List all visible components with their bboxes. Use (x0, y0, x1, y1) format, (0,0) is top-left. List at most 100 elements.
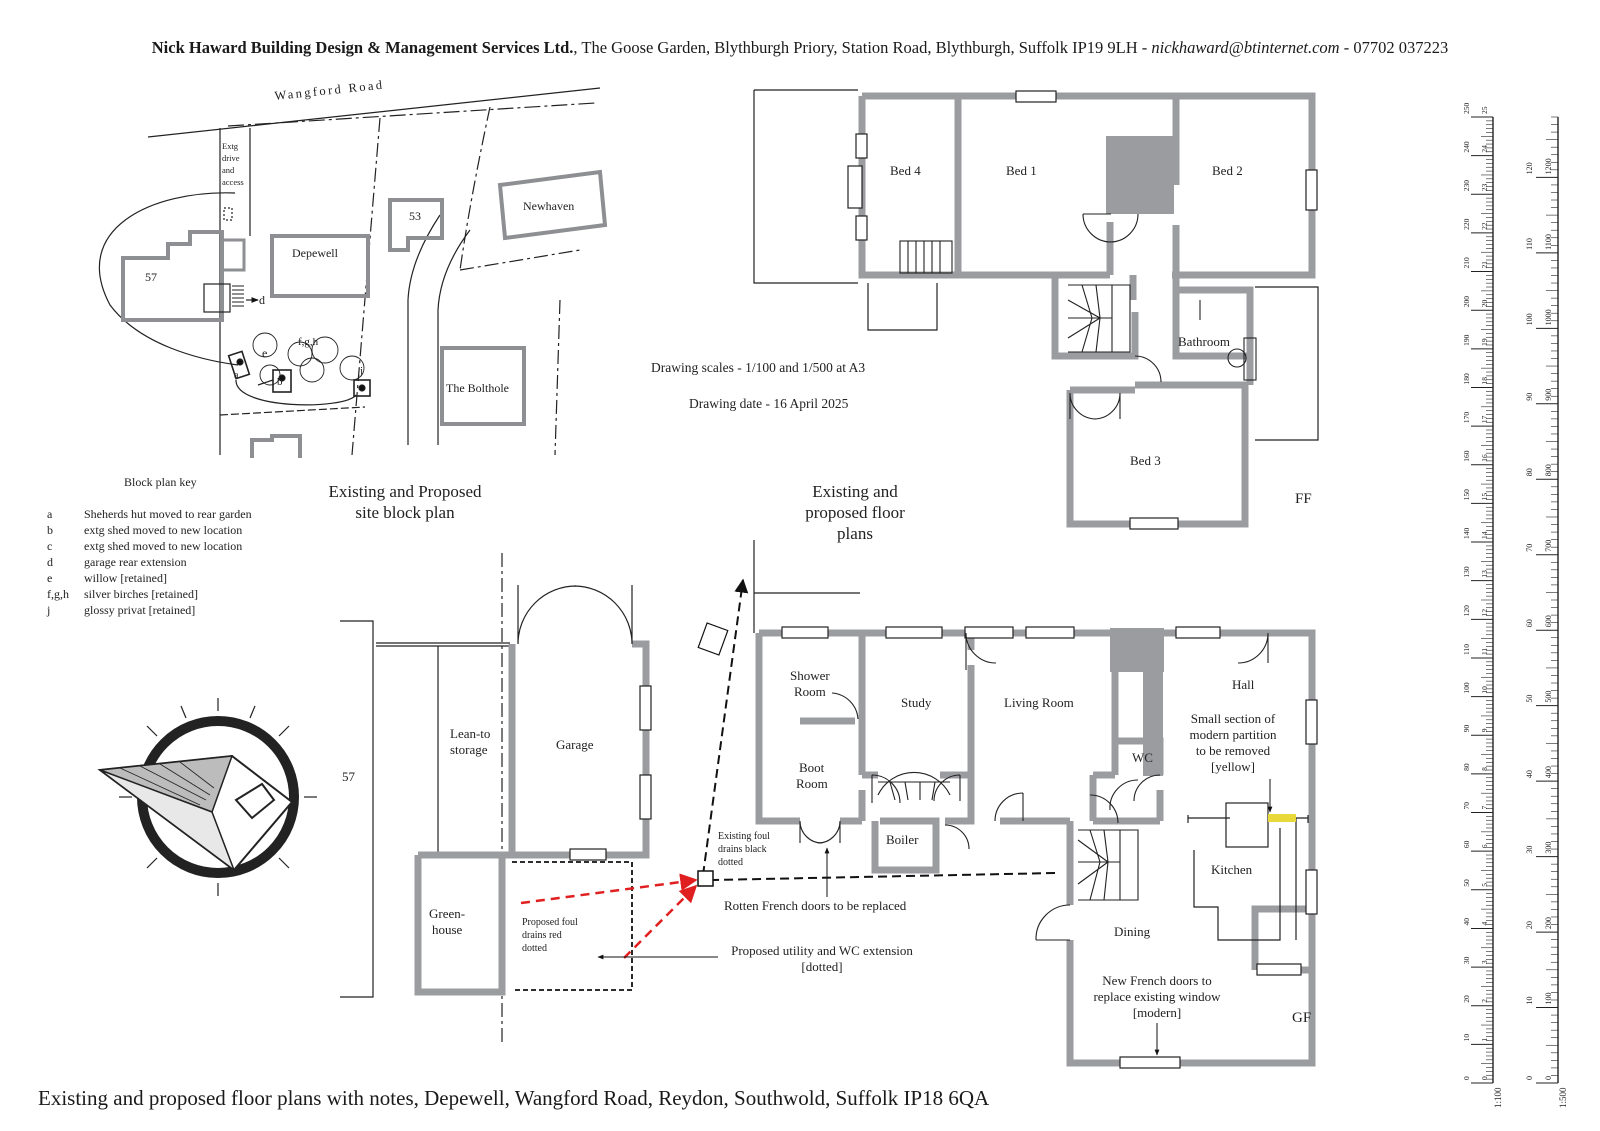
scale-left-mm: 70 (1462, 802, 1471, 810)
key-code-fgh: f,g,h (47, 587, 69, 601)
gf-boiler: Boiler (886, 832, 919, 847)
note-french-new-1: New French doors to (1102, 973, 1211, 988)
scale-left-mark: 5 (1480, 883, 1489, 887)
drawing-date: Drawing date - 16 April 2025 (689, 396, 849, 411)
scale-left-mm: 220 (1462, 218, 1471, 230)
company-email: nickhaward@btinternet.com (1151, 38, 1340, 57)
gf-shower-2: Room (794, 684, 826, 699)
note-utility-1: Proposed utility and WC extension (731, 943, 913, 958)
key-code-b: b (47, 523, 53, 537)
house-depewell (270, 234, 370, 298)
scale-left-mm: 240 (1462, 141, 1471, 153)
scale-left-mm: 130 (1462, 566, 1471, 578)
scale-left-mark: 4 (1480, 921, 1489, 925)
scale-right-mark: 500 (1544, 691, 1553, 703)
scale-right-m: 30 (1525, 846, 1534, 854)
scale-right-m: 20 (1525, 921, 1534, 929)
scale-right-mark: 400 (1544, 766, 1553, 778)
key-text-j: glossy privat [retained] (84, 603, 195, 617)
key-code-c: c (47, 539, 52, 553)
scale-right-mark: 200 (1544, 917, 1553, 929)
scale-right-m: 60 (1525, 619, 1534, 627)
scale-left-mm: 170 (1462, 412, 1471, 424)
marker-e: e (262, 346, 267, 360)
scale-right-m: 0 (1525, 1076, 1534, 1080)
note-partition-2: modern partition (1189, 727, 1277, 742)
note-foul-proposed-3: dotted (522, 943, 547, 954)
scale-right-mark: 300 (1544, 842, 1553, 854)
note-partition-1: Small section of (1191, 711, 1276, 726)
house-57 (121, 230, 224, 322)
scale-bars: 0011022033044055066077088099010100111101… (1462, 103, 1559, 1084)
scale-left-mm: 50 (1462, 879, 1471, 887)
scale-right-mark: 1100 (1544, 234, 1553, 250)
footer-title: Existing and proposed floor plans with n… (38, 1086, 990, 1110)
site-block-plan: Wangford Road Extg drive and access 57 D… (98, 78, 608, 458)
house-bolthole-label: The Bolthole (446, 381, 509, 395)
company-name: Nick Haward Building Design & Management… (151, 38, 574, 57)
key-text-a: Sheherds hut moved to rear garden (84, 507, 252, 521)
ff-label: FF (1295, 491, 1312, 507)
scale-left-mm: 60 (1462, 840, 1471, 848)
gf-label: GF (1292, 1010, 1311, 1026)
drive-label-3: and (222, 165, 235, 175)
scale-right-m: 80 (1525, 468, 1534, 476)
ff-bed1: Bed 1 (1006, 163, 1037, 178)
drive-label-2: drive (222, 153, 240, 163)
gf-green-2: house (432, 922, 463, 937)
scale-left-mark: 13 (1480, 570, 1489, 578)
note-partition-3: to be removed (1196, 743, 1271, 758)
scale-right-m: 110 (1525, 238, 1534, 250)
ground-floor-plan: Shower Room Study Living Room Hall Boot … (755, 626, 1318, 1069)
scale-left-mm: 190 (1462, 334, 1471, 346)
scale-right-mark: 900 (1544, 389, 1553, 401)
scale-left-mark: 0 (1480, 1076, 1489, 1080)
scale-right-label: 1:500 (1558, 1087, 1568, 1108)
floor-title-2: proposed floor (805, 503, 905, 522)
scale-right-mark: 600 (1544, 615, 1553, 627)
scale-right-m: 100 (1525, 313, 1534, 325)
scale-left-mark: 2 (1480, 999, 1489, 1003)
site-title-2: site block plan (355, 503, 455, 522)
road-label: Wangford Road (274, 78, 385, 103)
key-code-a: a (47, 507, 53, 521)
scale-right-mark: 700 (1544, 540, 1553, 552)
scale-right-m: 40 (1525, 770, 1534, 778)
note-french-new-3: [modern] (1133, 1005, 1181, 1020)
notes: Small section of modern partition to be … (522, 711, 1277, 1056)
gf-lean-2: storage (450, 742, 488, 757)
scale-left-mark: 1 (1480, 1037, 1489, 1041)
company-phone: - 07702 037223 (1339, 38, 1449, 57)
scale-right-mark: 800 (1544, 464, 1553, 476)
key-code-d: d (47, 555, 53, 569)
scale-left-mm: 230 (1462, 180, 1471, 192)
scale-left-mm: 250 (1462, 103, 1471, 115)
marker-d: d (259, 293, 265, 307)
scale-left-mark: 6 (1480, 844, 1489, 848)
drains (520, 578, 1056, 959)
scale-left-mark: 14 (1480, 531, 1489, 539)
scale-left-mark: 16 (1480, 454, 1489, 462)
note-foul-existing-2: drains black (718, 844, 767, 855)
scale-left-mark: 19 (1480, 338, 1489, 346)
first-floor-plan: Bed 4 Bed 1 Bed 2 Bathroom Bed 3 FF (753, 89, 1319, 530)
scale-left-mm: 40 (1462, 918, 1471, 926)
scale-left-mark: 7 (1480, 806, 1489, 810)
scale-left-mm: 0 (1462, 1076, 1471, 1080)
gf-boot-1: Boot (799, 760, 825, 775)
north-arrow-icon (97, 698, 317, 896)
drive-label-4: access (222, 177, 244, 187)
scale-left-mm: 160 (1462, 450, 1471, 462)
gf-study: Study (901, 695, 932, 710)
house-bolthole (440, 346, 526, 426)
marker-a: a (234, 370, 239, 381)
scale-left-mm: 10 (1462, 1034, 1471, 1042)
drawing-scales: Drawing scales - 1/100 and 1/500 at A3 (651, 360, 865, 375)
scale-left-mark: 11 (1480, 647, 1489, 654)
floor-title-3: plans (837, 524, 873, 543)
scale-left-mark: 20 (1480, 299, 1489, 307)
scale-right-mark: 0 (1544, 1076, 1553, 1080)
scale-left-mark: 22 (1480, 222, 1489, 230)
ff-bed3: Bed 3 (1130, 453, 1161, 468)
key-text-e: willow [retained] (84, 571, 167, 585)
